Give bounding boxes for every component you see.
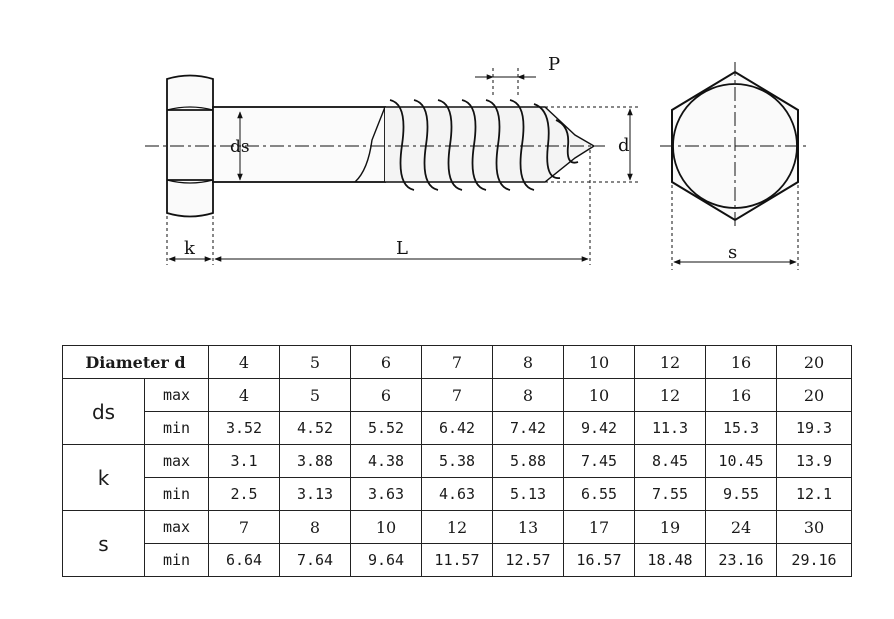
value-cell: 4.52	[279, 411, 351, 445]
group-label-s: s	[62, 510, 145, 577]
value-cell: 9.42	[563, 411, 635, 445]
value-cell: 29.16	[776, 543, 852, 577]
diameter-header-cell: 8	[492, 345, 564, 379]
value-cell: 12.1	[776, 477, 852, 511]
value-cell: 6.64	[208, 543, 280, 577]
limit-label: min	[144, 477, 209, 511]
value-cell: 6	[350, 378, 422, 412]
value-cell: 7	[421, 378, 493, 412]
k-label: k	[184, 238, 196, 259]
l-dimension	[214, 150, 591, 265]
l-label: L	[396, 238, 408, 259]
value-cell: 8	[279, 510, 351, 544]
group-label-ds: ds	[62, 378, 145, 445]
value-cell: 4.63	[421, 477, 493, 511]
value-cell: 2.5	[208, 477, 280, 511]
limit-label: max	[144, 378, 209, 412]
value-cell: 13	[492, 510, 564, 544]
pitch-dimension	[475, 68, 536, 97]
value-cell: 3.63	[350, 477, 422, 511]
limit-label: max	[144, 444, 209, 478]
value-cell: 23.16	[705, 543, 777, 577]
value-cell: 7.45	[563, 444, 635, 478]
value-cell: 5.38	[421, 444, 493, 478]
value-cell: 4	[208, 378, 280, 412]
d-label: d	[618, 135, 630, 156]
diameter-header-cell: 7	[421, 345, 493, 379]
value-cell: 5.52	[350, 411, 422, 445]
value-cell: 3.13	[279, 477, 351, 511]
diameter-header-cell: 20	[776, 345, 852, 379]
thread-outline	[385, 106, 596, 183]
value-cell: 6.42	[421, 411, 493, 445]
value-cell: 9.64	[350, 543, 422, 577]
value-cell: 8	[492, 378, 564, 412]
value-cell: 9.55	[705, 477, 777, 511]
value-cell: 12.57	[492, 543, 564, 577]
value-cell: 24	[705, 510, 777, 544]
value-cell: 4.38	[350, 444, 422, 478]
value-cell: 17	[563, 510, 635, 544]
hex-end-view	[660, 62, 810, 230]
value-cell: 7	[208, 510, 280, 544]
value-cell: 19	[634, 510, 706, 544]
value-cell: 11.57	[421, 543, 493, 577]
value-cell: 6.55	[563, 477, 635, 511]
value-cell: 20	[776, 378, 852, 412]
value-cell: 5	[279, 378, 351, 412]
diameter-header-cell: 16	[705, 345, 777, 379]
value-cell: 18.48	[634, 543, 706, 577]
value-cell: 3.1	[208, 444, 280, 478]
diameter-header-cell: 12	[634, 345, 706, 379]
value-cell: 7.55	[634, 477, 706, 511]
screw-side-view	[145, 74, 605, 218]
limit-label: min	[144, 543, 209, 577]
value-cell: 11.3	[634, 411, 706, 445]
value-cell: 13.9	[776, 444, 852, 478]
bolt-drawing: ds d P k L s	[145, 54, 810, 270]
value-cell: 5.13	[492, 477, 564, 511]
value-cell: 3.88	[279, 444, 351, 478]
value-cell: 3.52	[208, 411, 280, 445]
value-cell: 30	[776, 510, 852, 544]
thread-ridges	[389, 99, 579, 191]
s-dimension	[671, 185, 799, 270]
s-label: s	[728, 242, 737, 263]
pitch-label: P	[548, 54, 560, 75]
value-cell: 5.88	[492, 444, 564, 478]
d-dimension	[545, 106, 640, 183]
value-cell: 7.64	[279, 543, 351, 577]
value-cell: 12	[634, 378, 706, 412]
k-dimension	[166, 216, 214, 265]
diameter-header-cell: 6	[350, 345, 422, 379]
value-cell: 12	[421, 510, 493, 544]
value-cell: 10.45	[705, 444, 777, 478]
group-label-k: k	[62, 444, 145, 511]
diameter-header-cell: 10	[563, 345, 635, 379]
diameter-header-cell: 4	[208, 345, 280, 379]
limit-label: min	[144, 411, 209, 445]
value-cell: 10	[563, 378, 635, 412]
value-cell: 16	[705, 378, 777, 412]
value-cell: 19.3	[776, 411, 852, 445]
value-cell: 10	[350, 510, 422, 544]
diameter-header-label: Diameter d	[62, 345, 209, 379]
value-cell: 7.42	[492, 411, 564, 445]
diameter-header-cell: 5	[279, 345, 351, 379]
value-cell: 8.45	[634, 444, 706, 478]
value-cell: 16.57	[563, 543, 635, 577]
limit-label: max	[144, 510, 209, 544]
value-cell: 15.3	[705, 411, 777, 445]
ds-label: ds	[230, 137, 250, 157]
